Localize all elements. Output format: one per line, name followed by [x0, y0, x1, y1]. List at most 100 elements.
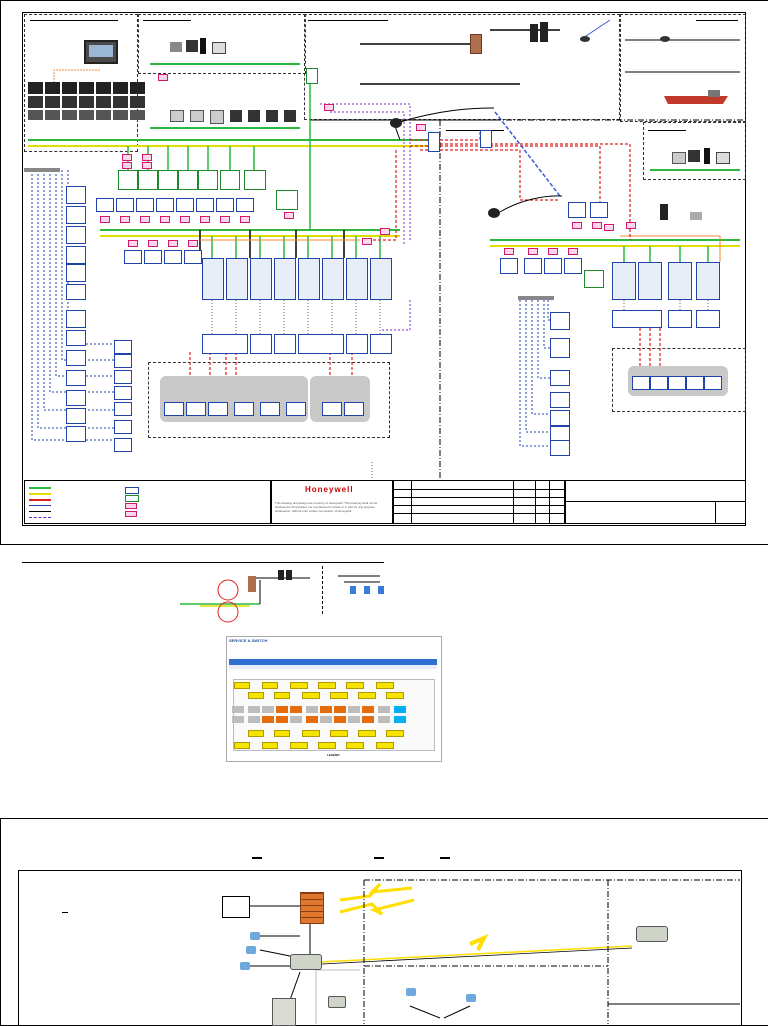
- server-icon: [286, 570, 292, 580]
- link-tag: [180, 216, 190, 223]
- satellite-dish-icon: [660, 36, 670, 42]
- link-tag: [568, 248, 578, 255]
- zone-header-line: [648, 130, 686, 131]
- io-box: [550, 440, 570, 456]
- firewall-icon: [300, 892, 324, 924]
- zone-header-line: [308, 20, 388, 21]
- phone-icon: [240, 962, 250, 970]
- phone-icon: [246, 946, 256, 954]
- label-dash: [62, 912, 68, 913]
- io-box: [66, 390, 86, 406]
- link-tag: [592, 222, 602, 229]
- firewall-icon: [248, 576, 256, 592]
- field-device: [344, 402, 364, 416]
- controller-box: [612, 310, 662, 328]
- link-tag: [240, 216, 250, 223]
- io-box: [550, 312, 570, 330]
- controller-box: [250, 334, 272, 354]
- sheet-2-divider: [322, 566, 323, 614]
- link-tag: [128, 240, 138, 247]
- proprietary-note: This drawing and design are property of …: [275, 501, 378, 513]
- workstation-icon: [690, 212, 702, 220]
- io-box: [66, 408, 86, 424]
- port-map-area: [233, 679, 435, 751]
- table-row: [229, 665, 437, 669]
- controller-cabinet: [370, 258, 392, 300]
- server-icon: [530, 24, 538, 42]
- link-tag: [572, 222, 582, 229]
- controller-cabinet: [322, 258, 344, 300]
- link-tag: [168, 240, 178, 247]
- field-device: [632, 376, 650, 390]
- io-box: [114, 438, 132, 452]
- io-box: [66, 370, 86, 386]
- device-icon: [364, 586, 370, 594]
- legend-block: [24, 480, 272, 524]
- io-box: [550, 338, 570, 358]
- field-device: [686, 376, 704, 390]
- device-box: [156, 198, 174, 212]
- device-box: [176, 198, 194, 212]
- device-box: [590, 202, 608, 218]
- io-box: [550, 370, 570, 386]
- link-tag: [220, 216, 230, 223]
- zone-remote-sites: [620, 14, 746, 122]
- zone-field-panels: [148, 362, 390, 438]
- workstation-icon: [672, 152, 686, 164]
- link-tag: [122, 154, 132, 161]
- device-icon: [350, 586, 356, 594]
- link-tag: [528, 248, 538, 255]
- switch-icon: [24, 168, 60, 172]
- field-device: [260, 402, 280, 416]
- controller-box: [370, 334, 392, 354]
- field-device: [286, 402, 306, 416]
- link-tag: [362, 238, 372, 245]
- controller-box: [274, 334, 296, 354]
- device-box: [184, 250, 202, 264]
- device-box: [568, 202, 586, 218]
- workstation-row: [170, 110, 300, 124]
- io-box: [114, 420, 132, 434]
- network-node: [220, 170, 240, 190]
- link-tag: [200, 216, 210, 223]
- link-tag: [284, 212, 294, 219]
- server-box: [222, 896, 250, 918]
- controller-box: [346, 334, 368, 354]
- revision-table: [392, 480, 566, 524]
- phone-icon: [250, 932, 260, 940]
- device-box: [564, 258, 582, 274]
- controller-box: [298, 334, 344, 354]
- company-logo: Honeywell: [305, 485, 354, 494]
- device-box: [124, 250, 142, 264]
- device-box: [480, 130, 492, 148]
- server-icon: [278, 570, 284, 580]
- controller-cabinet: [346, 258, 368, 300]
- link-tag: [604, 224, 614, 231]
- io-box: [66, 310, 86, 328]
- device-box: [116, 198, 134, 212]
- router-icon: [636, 926, 668, 942]
- link-tag: [120, 216, 130, 223]
- link-tag: [122, 162, 132, 169]
- io-box: [66, 246, 86, 264]
- link-tag: [140, 216, 150, 223]
- network-node: [198, 170, 218, 190]
- network-node: [158, 170, 178, 190]
- network-node: [138, 170, 158, 190]
- zone-header-line: [143, 20, 191, 21]
- io-box: [66, 330, 86, 346]
- zone-engineering: [138, 14, 306, 74]
- controller-cabinet: [202, 258, 224, 300]
- link-tag: [142, 162, 152, 169]
- sheet-3-frame: [0, 818, 768, 1026]
- controller-cabinet: [226, 258, 248, 300]
- device-box: [524, 258, 542, 274]
- legend-label: LEGEND: [327, 753, 340, 757]
- link-tag: [548, 248, 558, 255]
- field-device: [164, 402, 184, 416]
- link-tag: [626, 222, 636, 229]
- io-box: [66, 426, 86, 442]
- io-box: [66, 206, 86, 224]
